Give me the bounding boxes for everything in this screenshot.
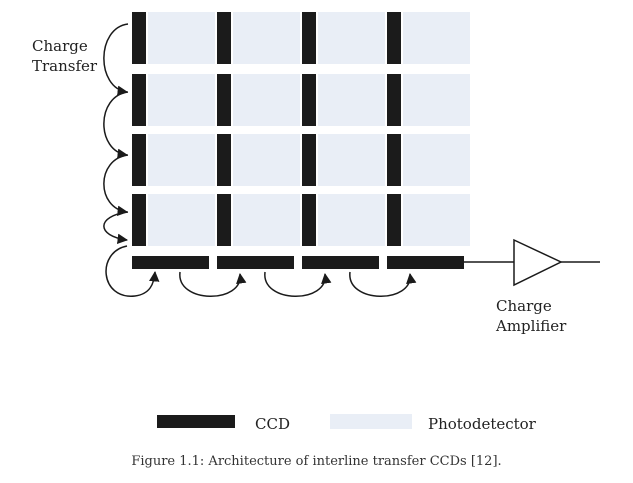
horizontal-transfer-arrow bbox=[349, 271, 417, 297]
charge-amplifier-symbol bbox=[464, 238, 600, 287]
charge-transfer-label-line2: Transfer bbox=[32, 57, 98, 75]
register-entry-arrow bbox=[105, 245, 160, 297]
horizontal-ccd-segment bbox=[217, 256, 294, 269]
vertical-ccd-segment bbox=[217, 12, 231, 64]
photodetector-cell bbox=[233, 134, 300, 186]
vertical-ccd-segment bbox=[217, 74, 231, 126]
charge-amplifier-label-line2: Amplifier bbox=[496, 317, 567, 335]
photodetector-cell bbox=[148, 194, 215, 246]
horizontal-ccd-segment bbox=[387, 256, 464, 269]
legend-ccd-label: CCD bbox=[255, 415, 290, 433]
photodetector-cell bbox=[233, 194, 300, 246]
vertical-ccd-segment bbox=[387, 74, 401, 126]
vertical-ccd-segment bbox=[302, 74, 316, 126]
vertical-ccd-segment bbox=[387, 194, 401, 246]
photodetector-cell bbox=[148, 74, 215, 126]
photodetector-cell bbox=[318, 74, 385, 126]
vertical-ccd-segment bbox=[387, 12, 401, 64]
photodetector-cell bbox=[403, 12, 470, 64]
charge-transfer-arrow bbox=[103, 91, 129, 159]
charge-transfer-arrow bbox=[103, 154, 129, 216]
photodetector-cell bbox=[148, 12, 215, 64]
vertical-ccd-segment bbox=[217, 194, 231, 246]
photodetector-cell bbox=[233, 74, 300, 126]
vertical-ccd-segment bbox=[132, 12, 146, 64]
photodetector-cell bbox=[403, 194, 470, 246]
legend-photodetector-label: Photodetector bbox=[428, 415, 536, 433]
photodetector-cell bbox=[148, 134, 215, 186]
photodetector-cell bbox=[233, 12, 300, 64]
charge-transfer-label-line1: Charge bbox=[32, 37, 88, 55]
charge-amplifier-label-line1: Charge bbox=[496, 297, 552, 315]
vertical-ccd-segment bbox=[132, 194, 146, 246]
photodetector-cell bbox=[403, 134, 470, 186]
vertical-ccd-segment bbox=[302, 134, 316, 186]
vertical-ccd-segment bbox=[132, 74, 146, 126]
legend-photodetector-swatch bbox=[330, 414, 412, 429]
vertical-ccd-segment bbox=[387, 134, 401, 186]
vertical-ccd-segment bbox=[217, 134, 231, 186]
vertical-ccd-segment bbox=[302, 194, 316, 246]
figure-caption: Figure 1.1: Architecture of interline tr… bbox=[131, 454, 502, 469]
horizontal-ccd-segment bbox=[132, 256, 209, 269]
photodetector-cell bbox=[403, 74, 470, 126]
vertical-ccd-segment bbox=[132, 134, 146, 186]
vertical-ccd-segment bbox=[302, 12, 316, 64]
photodetector-cell bbox=[318, 194, 385, 246]
horizontal-transfer-arrow bbox=[264, 271, 332, 297]
amplifier-triangle bbox=[513, 238, 563, 287]
charge-transfer-arrow bbox=[103, 211, 129, 244]
horizontal-ccd-segment bbox=[302, 256, 379, 269]
legend-ccd-swatch bbox=[157, 415, 235, 428]
photodetector-cell bbox=[318, 12, 385, 64]
charge-transfer-arrow bbox=[103, 23, 129, 96]
photodetector-cell bbox=[318, 134, 385, 186]
horizontal-transfer-arrow bbox=[179, 271, 247, 297]
